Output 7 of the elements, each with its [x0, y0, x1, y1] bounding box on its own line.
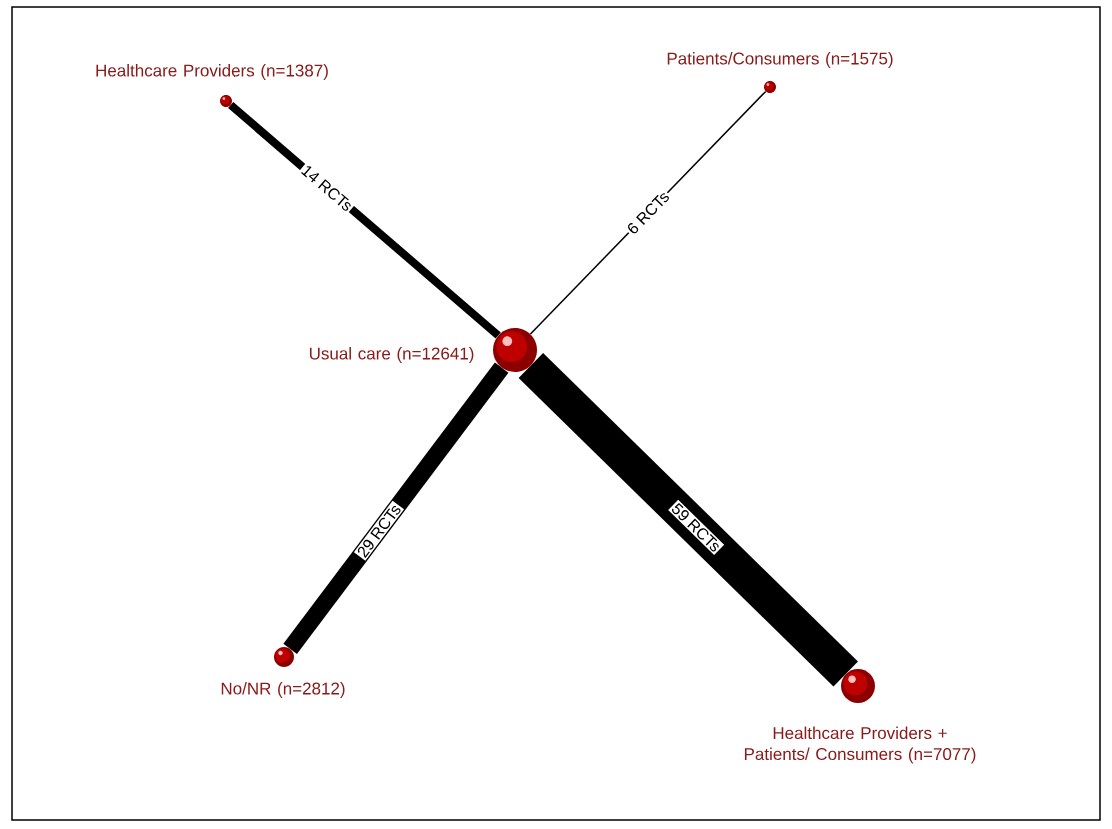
network-edge — [283, 362, 509, 654]
node-label: Usual care (n=12641) — [309, 347, 474, 363]
node-label: Healthcare Providers (n=1387) — [96, 64, 328, 80]
network-edge — [518, 353, 858, 687]
node-label: Patients/Consumers (n=1575) — [667, 52, 893, 68]
node-label: No/NR (n=2812) — [221, 682, 345, 698]
node-label: Healthcare Providers + Patients/ Consumers (n=7077) — [744, 726, 976, 764]
